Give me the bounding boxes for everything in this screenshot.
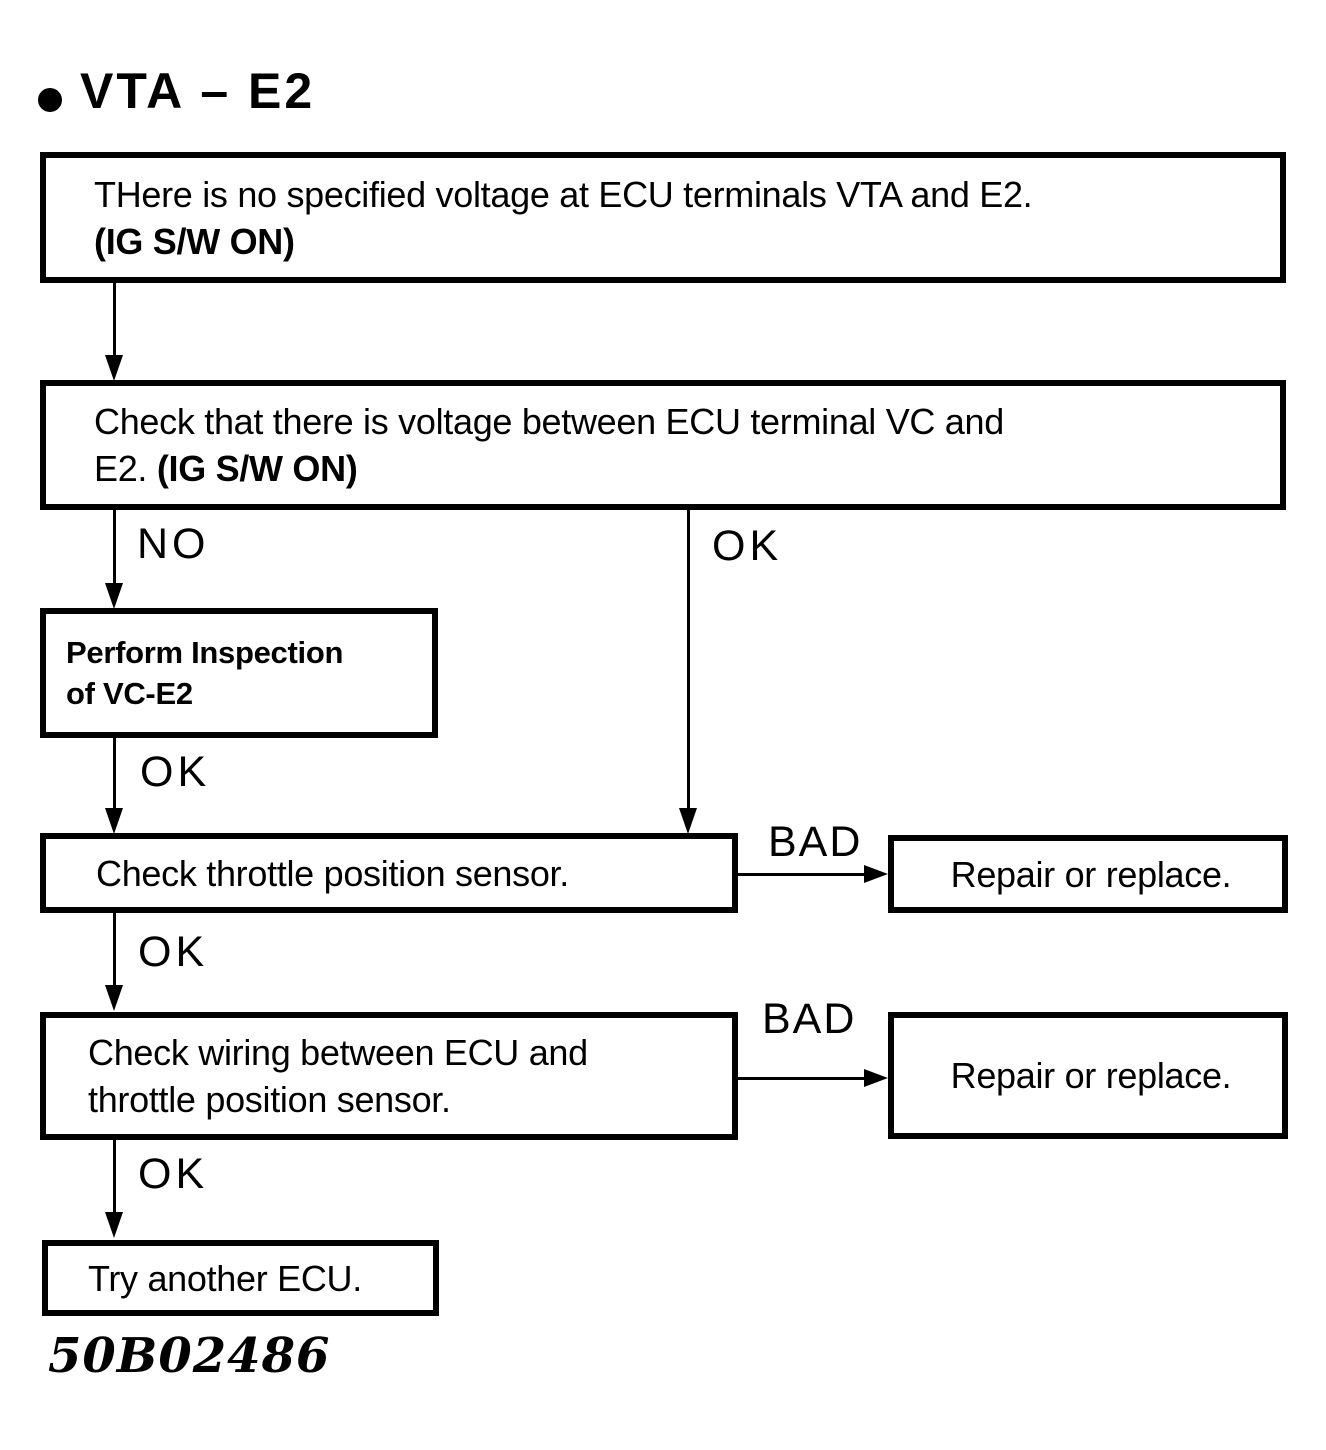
step-box-repair-or-replace-1: Repair or replace. xyxy=(888,835,1288,913)
arrowhead-down-1 xyxy=(105,355,123,381)
step-text-line: of VC-E2 xyxy=(66,676,193,711)
connector-line-bad-1 xyxy=(737,873,867,876)
arrowhead-ok-2 xyxy=(105,985,123,1011)
step-box-check-vc-voltage: Check that there is voltage between ECU … xyxy=(40,380,1286,510)
edge-label-ok-right: OK xyxy=(712,522,783,570)
arrowhead-bad-2 xyxy=(864,1069,888,1087)
connector-line-ok-2 xyxy=(113,913,116,987)
step-box-repair-or-replace-2: Repair or replace. xyxy=(888,1012,1288,1139)
edge-label-ok-2: OK xyxy=(138,928,209,976)
step-box-no-specified-voltage: THere is no specified voltage at ECU ter… xyxy=(40,152,1286,283)
step-text-line: (IG S/W ON) xyxy=(94,220,295,262)
connector-line-ok-3 xyxy=(113,1140,116,1214)
connector-line-bad-2 xyxy=(737,1077,867,1080)
figure-code: 50B02486 xyxy=(48,1328,331,1384)
step-text-line: Repair or replace. xyxy=(950,853,1232,895)
connector-line-down-1 xyxy=(113,283,116,358)
arrowhead-ok-3 xyxy=(105,1212,123,1238)
edge-label-no: NO xyxy=(137,520,210,568)
connector-line-ok-right xyxy=(687,510,690,810)
step-box-check-wiring: Check wiring between ECU and throttle po… xyxy=(40,1012,738,1140)
bullet-icon xyxy=(38,88,62,112)
step-text-line: Repair or replace. xyxy=(950,1055,1232,1096)
step-text-line: THere is no specified voltage at ECU ter… xyxy=(94,173,1033,215)
connector-line-no-branch xyxy=(113,510,116,585)
arrowhead-ok-1 xyxy=(105,808,123,834)
step-text-line: Check that there is voltage between ECU … xyxy=(94,401,1004,442)
edge-label-bad-1: BAD xyxy=(768,818,863,866)
connector-line-ok-1 xyxy=(113,738,116,810)
step-text-line: Check wiring between ECU and xyxy=(88,1032,588,1073)
arrowhead-ok-right xyxy=(679,808,697,834)
step-box-check-throttle-sensor: Check throttle position sensor. xyxy=(40,833,738,913)
step-text-line: Check throttle position sensor. xyxy=(96,852,569,894)
step-box-perform-inspection: Perform Inspection of VC-E2 xyxy=(40,608,438,738)
arrowhead-no-branch xyxy=(105,583,123,609)
edge-label-ok-1: OK xyxy=(140,748,211,796)
section-title-text: VTA – E2 xyxy=(80,63,316,119)
step-text-line: Try another ECU. xyxy=(88,1257,362,1299)
step-text-line: throttle position sensor. xyxy=(88,1079,451,1120)
arrowhead-bad-1 xyxy=(864,865,888,883)
step-text-line: Perform Inspection xyxy=(66,635,344,670)
edge-label-ok-3: OK xyxy=(138,1150,209,1198)
edge-label-bad-2: BAD xyxy=(762,995,857,1043)
step-box-try-another-ecu: Try another ECU. xyxy=(42,1240,439,1316)
step-text-line: E2. (IG S/W ON) xyxy=(94,448,358,489)
